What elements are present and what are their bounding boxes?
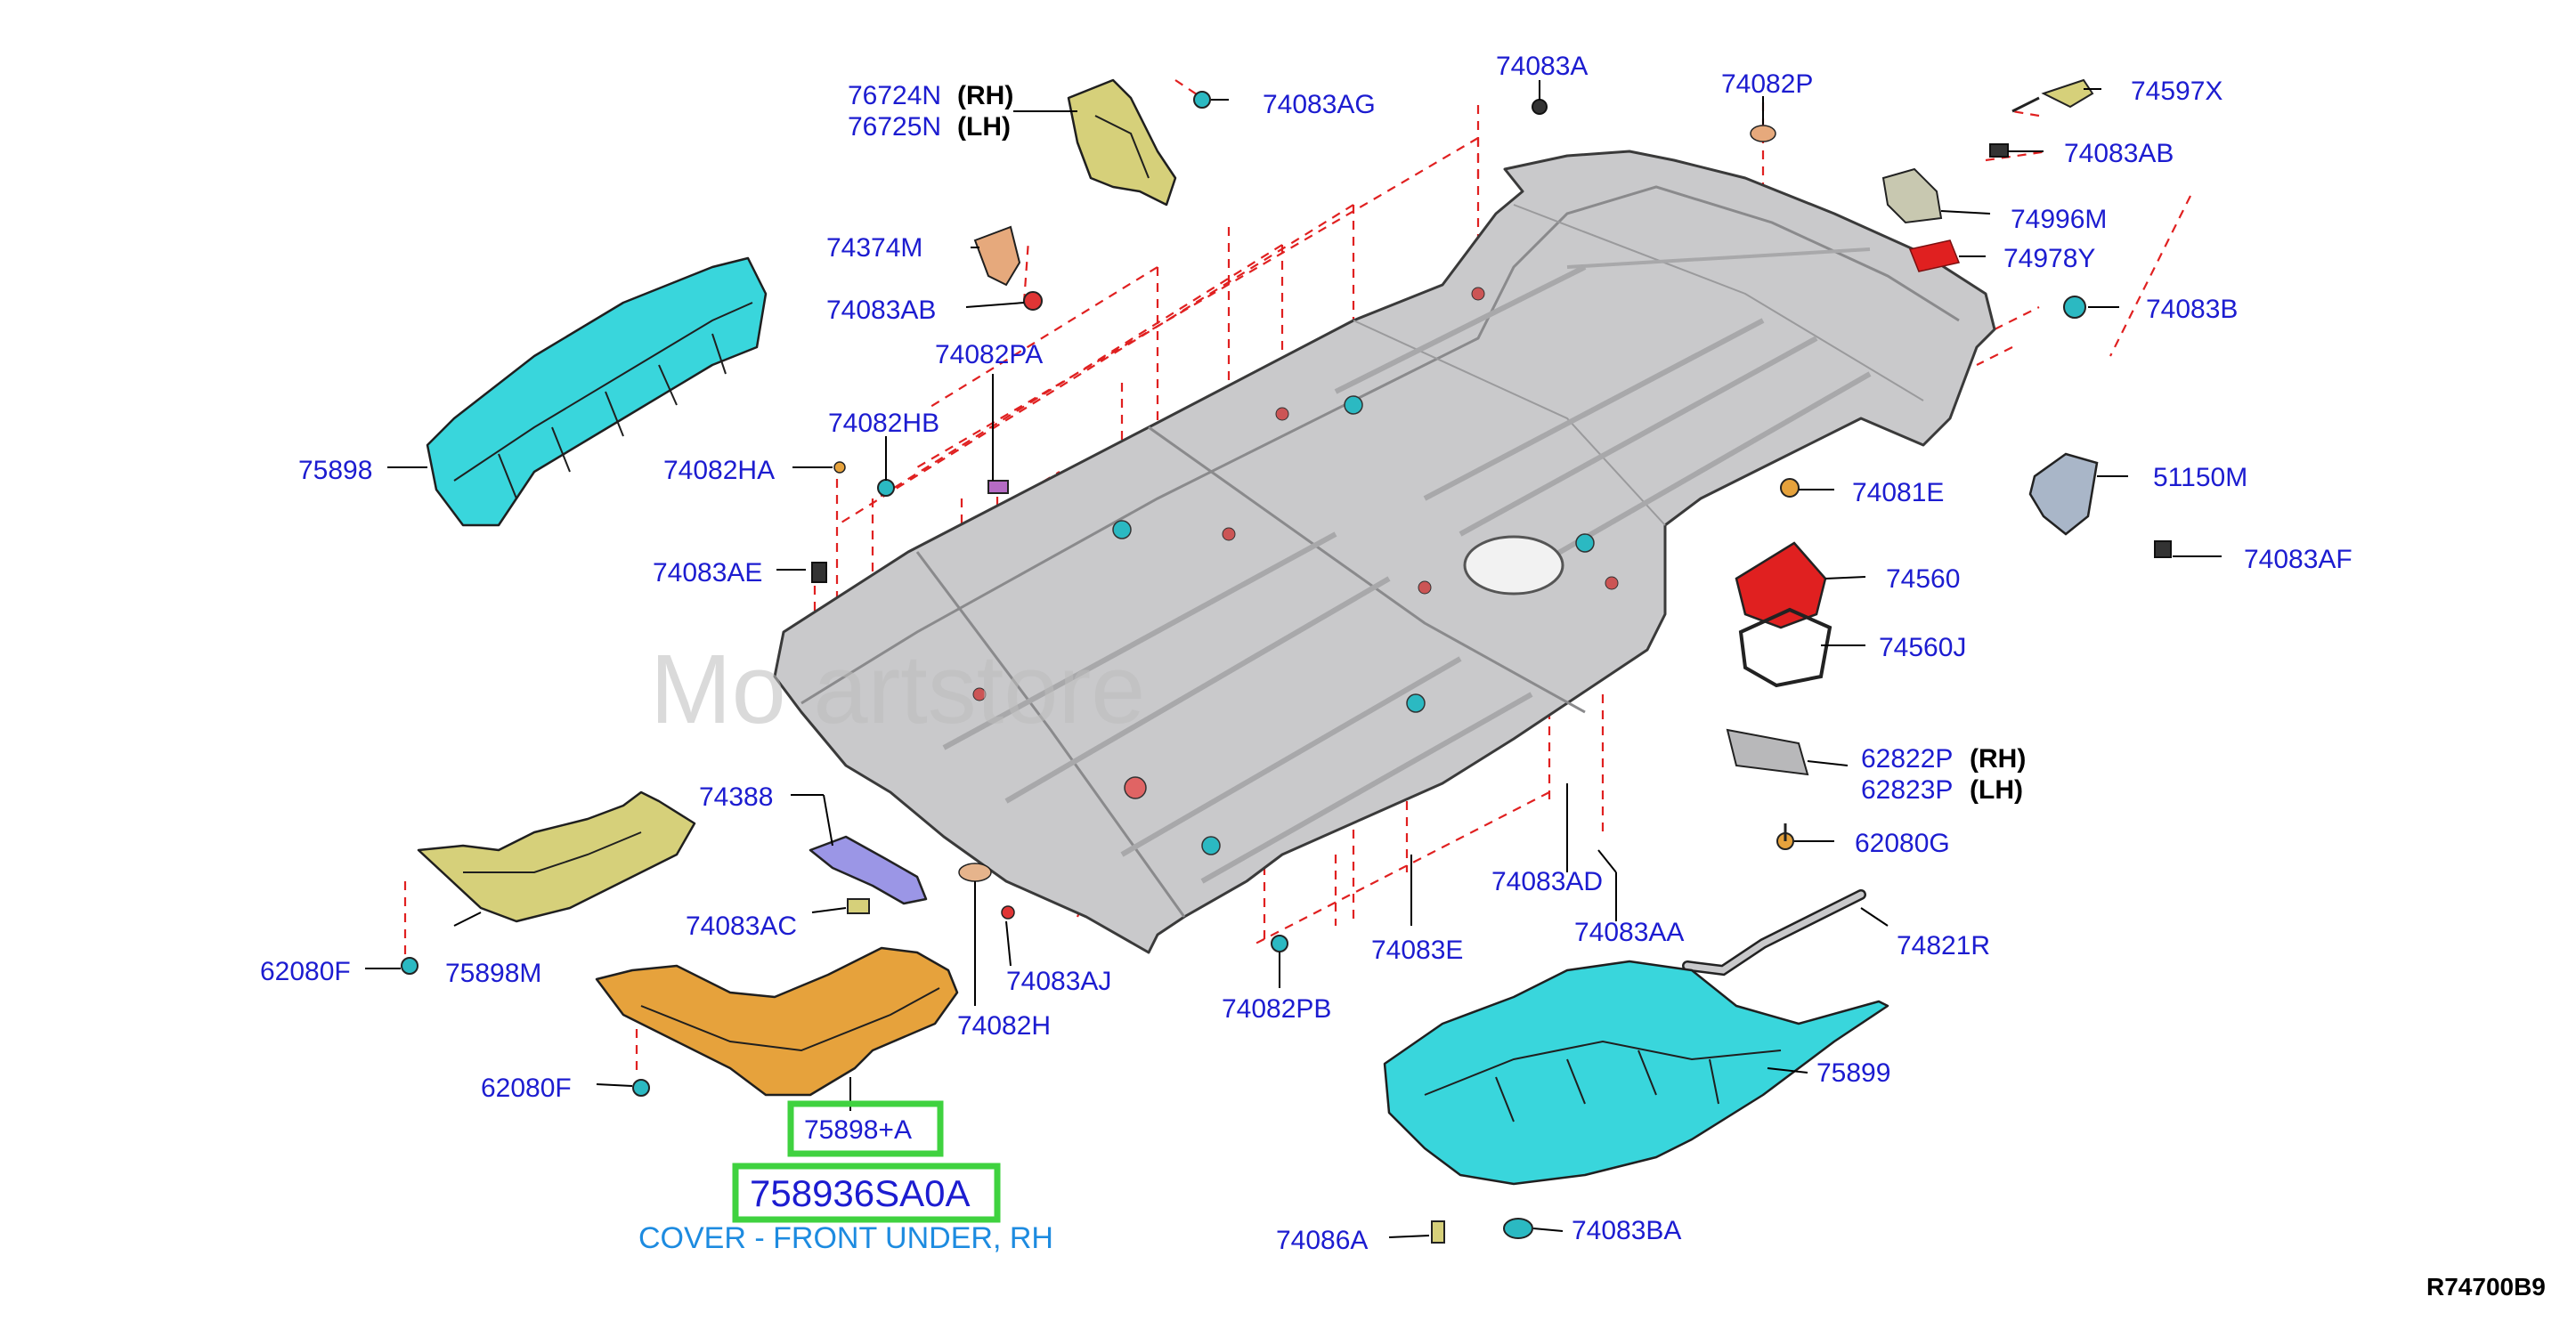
label-74082PB[interactable]: 74082PB — [1222, 994, 1331, 1024]
label-74083AD[interactable]: 74083AD — [1491, 867, 1603, 896]
label-74597X[interactable]: 74597X — [2131, 77, 2223, 106]
label-62822P-side: (RH) — [1970, 744, 2026, 774]
part-74821R-rod — [1682, 889, 1866, 977]
highlight-box-part-number — [732, 1163, 1001, 1223]
label-74560[interactable]: 74560 — [1886, 564, 1960, 594]
highlight-label[interactable]: 75898+A — [804, 1115, 912, 1145]
label-74978Y[interactable]: 74978Y — [2003, 244, 2095, 273]
label-62080F-b[interactable]: 62080F — [481, 1074, 572, 1103]
leader-lines — [365, 80, 2222, 1238]
label-74082HA[interactable]: 74082HA — [663, 456, 775, 485]
label-62823P-side: (LH) — [1970, 775, 2023, 805]
label-74374M[interactable]: 74374M — [826, 233, 922, 263]
label-74083AC[interactable]: 74083AC — [686, 912, 797, 941]
label-74082H[interactable]: 74082H — [957, 1011, 1051, 1041]
label-62080G[interactable]: 62080G — [1855, 829, 1950, 858]
highlight-box-label — [787, 1100, 944, 1157]
label-74081E[interactable]: 74081E — [1852, 478, 1944, 507]
part-75898-shield — [426, 256, 768, 527]
highlight-part-number[interactable]: 758936SA0A — [750, 1172, 971, 1214]
label-51150M[interactable]: 51150M — [2153, 463, 2247, 492]
label-74560J[interactable]: 74560J — [1879, 633, 1966, 662]
diagram-code: R74700B9 — [2426, 1273, 2546, 1301]
label-74083AG[interactable]: 74083AG — [1263, 90, 1376, 119]
right-middle-parts — [1726, 452, 2172, 850]
label-74083AJ[interactable]: 74083AJ — [1006, 967, 1111, 996]
label-76724N-side: (RH) — [957, 81, 1013, 110]
right-top-parts — [1881, 78, 2094, 319]
watermark: Mo artstore — [650, 635, 1145, 744]
label-74082PA[interactable]: 74082PA — [935, 340, 1043, 369]
label-62080F-a[interactable]: 62080F — [260, 957, 351, 986]
label-62823P[interactable]: 62823P — [1861, 775, 1953, 805]
label-74083A[interactable]: 74083A — [1496, 52, 1588, 81]
label-74083B[interactable]: 74083B — [2146, 295, 2238, 324]
label-75898M[interactable]: 75898M — [445, 959, 541, 988]
part-74388-bracket — [809, 835, 1015, 920]
label-74821R[interactable]: 74821R — [1897, 931, 1990, 960]
label-74996M[interactable]: 74996M — [2011, 205, 2107, 234]
label-74083AB-right[interactable]: 74083AB — [2064, 139, 2174, 168]
part-76724N-bracket — [1067, 78, 1211, 207]
part-75898M-shield — [401, 790, 696, 975]
floor-panel — [773, 150, 1996, 954]
part-74374M-bracket — [973, 225, 1043, 311]
label-74083AB-left[interactable]: 74083AB — [826, 296, 936, 325]
label-74082P[interactable]: 74082P — [1721, 69, 1813, 99]
part-75899-shield — [1383, 960, 1889, 1244]
highlight-description: COVER - FRONT UNDER, RH — [638, 1221, 1053, 1255]
label-76724N[interactable]: 76724N — [848, 81, 941, 110]
highlight-callout: 75898+A 758936SA0A COVER - FRONT UNDER, … — [638, 1100, 1053, 1255]
part-labels: 76724N (RH) 76725N (LH) 74083AG 74083A 7… — [260, 52, 2353, 1255]
label-74086A[interactable]: 74086A — [1276, 1226, 1368, 1255]
part-75898A-cover — [595, 935, 1288, 1097]
label-62822P[interactable]: 62822P — [1861, 744, 1953, 774]
label-75898[interactable]: 75898 — [298, 456, 372, 485]
label-74083AE[interactable]: 74083AE — [653, 558, 762, 588]
label-74083E[interactable]: 74083E — [1371, 936, 1463, 965]
label-74082HB[interactable]: 74082HB — [828, 409, 939, 438]
label-74083BA[interactable]: 74083BA — [1572, 1216, 1681, 1245]
label-74083AF[interactable]: 74083AF — [2244, 545, 2353, 574]
label-74083AA[interactable]: 74083AA — [1574, 918, 1684, 947]
label-75899[interactable]: 75899 — [1816, 1058, 1890, 1088]
label-76725N[interactable]: 76725N — [848, 112, 941, 142]
label-74388[interactable]: 74388 — [699, 782, 773, 812]
label-76725N-side: (LH) — [957, 112, 1011, 142]
